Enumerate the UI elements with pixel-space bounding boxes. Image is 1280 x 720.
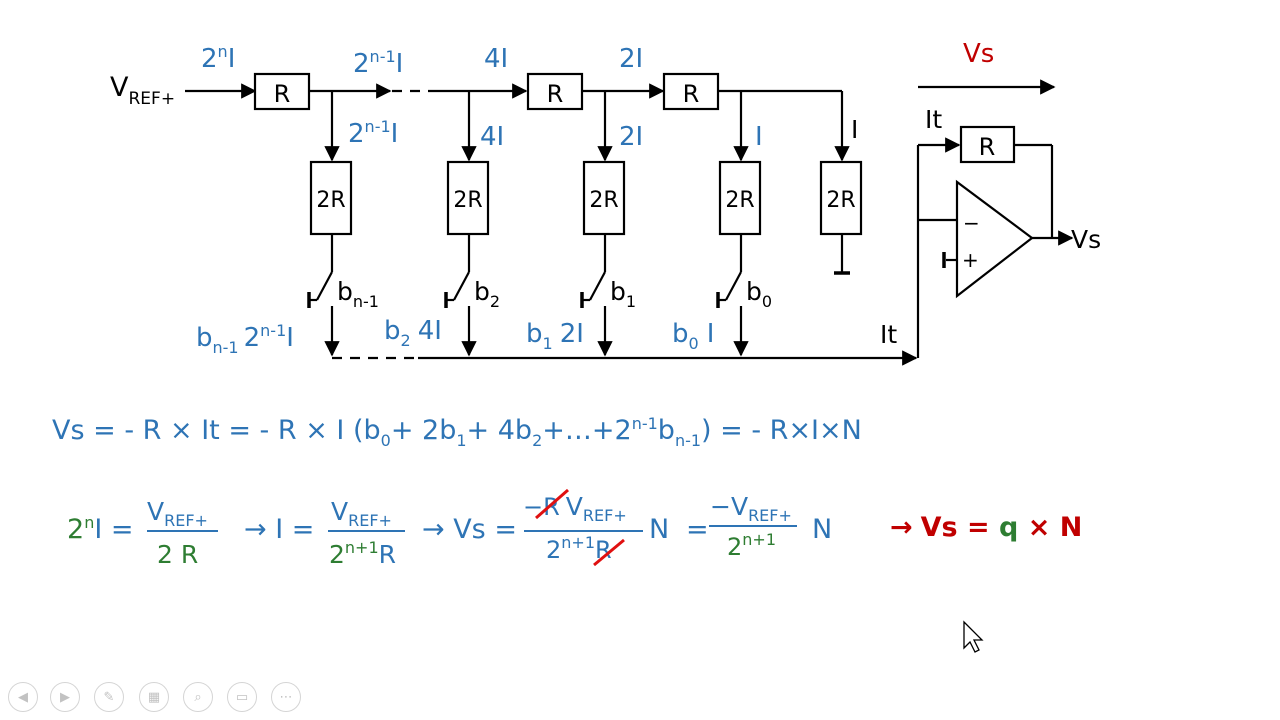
label-r-feedback: R (979, 133, 996, 161)
resistor-2r-3 (582, 160, 626, 236)
label-r-3: R (683, 80, 700, 108)
eq2-frac4-den: 2n+1 (727, 530, 776, 561)
switch-label-bn1: bn-1 (337, 277, 379, 311)
equation-vs-sum: Vs = - R × It = - R × I (b0+ 2b1+ 4b2+…+… (52, 414, 862, 450)
slides-icon: ▦ (147, 689, 161, 705)
label-current-2i-top: 2I (619, 44, 643, 74)
op-amp-triangle (955, 179, 1034, 299)
label-current-2n: 2nI (201, 42, 235, 74)
switch-label-b0: b0 (746, 277, 772, 311)
label-2r-4: 2R (725, 188, 754, 213)
resistor-2r-2 (446, 160, 490, 236)
resistor-boxes (253, 72, 1034, 299)
resistor-r-feedback (959, 125, 1016, 164)
more-options-button[interactable]: ⋯ (271, 682, 301, 712)
eq2-frac2-den: 2n+1R (329, 538, 396, 569)
label-current-2n1-top: 2n-1I (353, 47, 403, 79)
see-all-slides-button[interactable]: ▦ (139, 682, 169, 712)
eq2-frac4-num: −VREF+ (710, 492, 792, 525)
eq2-n2: N (812, 514, 832, 545)
pen-icon: ✎ (103, 689, 115, 705)
zoom-button[interactable]: ⌕ (183, 682, 213, 712)
label-vs-output: Vs (1071, 225, 1101, 254)
label-2r-5: 2R (826, 188, 855, 213)
pen-tool-button[interactable]: ✎ (94, 682, 124, 712)
mouse-cursor-icon (963, 620, 984, 653)
resistor-r-1 (253, 72, 311, 111)
op-amp-minus: − (963, 211, 980, 235)
label-2r-3: 2R (589, 188, 618, 213)
resistor-r-3 (662, 72, 720, 111)
eq2-frac1-num: VREF+ (147, 497, 208, 530)
resistor-2r-5 (819, 160, 863, 236)
prev-slide-button[interactable]: ◀ (8, 682, 38, 712)
label-current-2i-branch: 2I (619, 122, 643, 152)
zoom-icon: ⌕ (194, 689, 202, 705)
label-it-bottom: It (880, 320, 897, 349)
resistor-2r-4 (718, 160, 762, 236)
label-current-2n1-branch: 2n-1I (348, 117, 398, 149)
label-r-1: R (274, 80, 291, 108)
eq2-n1: N (649, 514, 669, 545)
label-vs-top: Vs (963, 39, 994, 69)
eq2-frac3-den: 2n+1R (546, 533, 612, 564)
label-vref: VREF+ (110, 72, 175, 109)
eq2-frac2-num: VREF+ (331, 497, 392, 530)
label-current-last: I (851, 115, 858, 144)
eq2-left: 2nI = (67, 513, 134, 545)
label-2r-2: 2R (453, 188, 482, 213)
op-amp-plus: + (962, 248, 979, 272)
next-icon: ▶ (60, 689, 70, 705)
label-r-2: R (547, 80, 564, 108)
eq2-result: →Vs = q × N (890, 512, 1082, 543)
view-button[interactable]: ▭ (227, 682, 257, 712)
view-icon: ▭ (235, 689, 249, 705)
more-icon: ⋯ (279, 689, 293, 705)
switch-label-b1: b1 (610, 277, 636, 311)
label-current-4i-top: 4I (484, 44, 508, 74)
label-current-4i-branch: 4I (480, 122, 504, 152)
resistor-2r-1 (309, 160, 353, 236)
label-it-top: It (925, 105, 942, 134)
circuit-wires (185, 79, 1074, 366)
prev-icon: ◀ (18, 689, 28, 705)
next-slide-button[interactable]: ▶ (50, 682, 80, 712)
eq2-frac1-den: 2 R (157, 540, 198, 569)
eq2-arrow2: → Vs = (422, 514, 517, 545)
resistor-r-2 (526, 72, 584, 111)
label-current-i-branch: I (755, 122, 763, 152)
eq2-equals: = (686, 514, 709, 545)
label-2r-1: 2R (316, 188, 345, 213)
switch-label-b2: b2 (474, 277, 500, 311)
eq2-arrow1: → I = (244, 514, 314, 545)
